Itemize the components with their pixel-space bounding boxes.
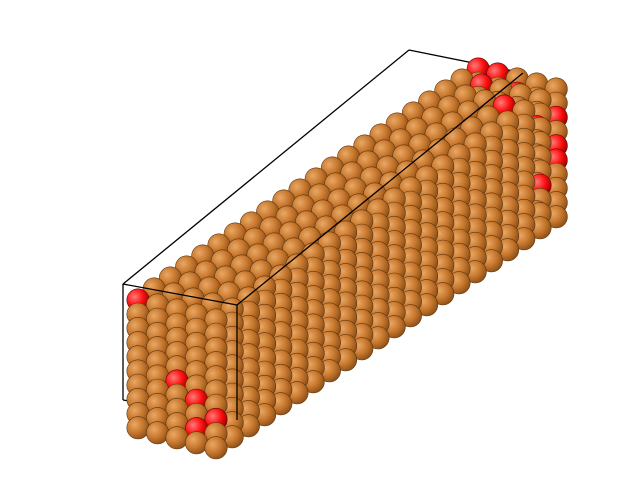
box-edge [122, 49, 410, 285]
base-atom [165, 426, 189, 450]
simulation-box-front-edges [122, 72, 524, 420]
base-atom [204, 436, 228, 460]
box-edge [236, 72, 524, 306]
base-atom [185, 431, 209, 455]
base-atom [126, 416, 150, 440]
box-edge [122, 283, 238, 306]
base-atom [146, 421, 170, 445]
atom-layer [126, 57, 568, 460]
